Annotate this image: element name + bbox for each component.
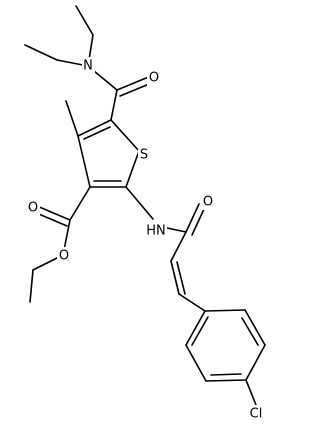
atom-labels: N O S O O HN O Cl	[26, 57, 268, 422]
atom-n-amide-label: N	[83, 59, 93, 74]
bond	[24, 44, 58, 61]
bond	[29, 269, 34, 303]
bond	[170, 231, 187, 262]
bond	[241, 317, 259, 346]
bond	[191, 206, 206, 236]
bond	[191, 316, 209, 346]
atom-o-amide-label: O	[149, 71, 159, 86]
bond	[69, 186, 91, 221]
atom-o-ester-carbonyl: O	[26, 199, 40, 216]
atom-o-amide: O	[147, 69, 161, 86]
bond	[110, 119, 140, 152]
bond	[245, 344, 266, 381]
atom-o-ester: O	[57, 247, 71, 264]
atom-o-ester-label: O	[59, 249, 69, 264]
bond	[77, 119, 112, 137]
atom-nh-label: HN	[146, 224, 166, 239]
bond	[75, 5, 94, 36]
atom-cl: Cl	[244, 405, 268, 422]
bond	[205, 379, 247, 382]
bond	[170, 260, 180, 295]
bond	[65, 100, 79, 137]
bond	[125, 150, 140, 188]
bond	[245, 379, 257, 406]
bond	[185, 344, 207, 382]
bond	[36, 205, 71, 221]
bond	[125, 186, 154, 220]
bond	[178, 293, 206, 312]
atom-nh: HN	[144, 222, 167, 239]
bond	[176, 261, 186, 295]
atom-o-ester-carbonyl-label: O	[28, 201, 38, 216]
bond	[210, 373, 242, 376]
atom-o-acryl: O	[201, 193, 215, 210]
bonds	[24, 5, 266, 406]
atom-cl-label: Cl	[250, 407, 263, 422]
bond	[204, 309, 246, 312]
bond	[77, 135, 91, 188]
molecule-diagram: N O S O O HN O Cl	[24, 5, 268, 422]
atom-o-acryl-label: O	[203, 195, 213, 210]
bond	[83, 126, 111, 140]
atom-n-amide: N	[82, 57, 95, 74]
bond	[244, 309, 266, 346]
bond	[116, 75, 152, 91]
atom-s-ring-label: S	[140, 148, 148, 163]
bond	[185, 203, 200, 233]
bond	[185, 310, 206, 346]
bond	[110, 89, 118, 121]
atom-s-ring: S	[138, 146, 151, 163]
